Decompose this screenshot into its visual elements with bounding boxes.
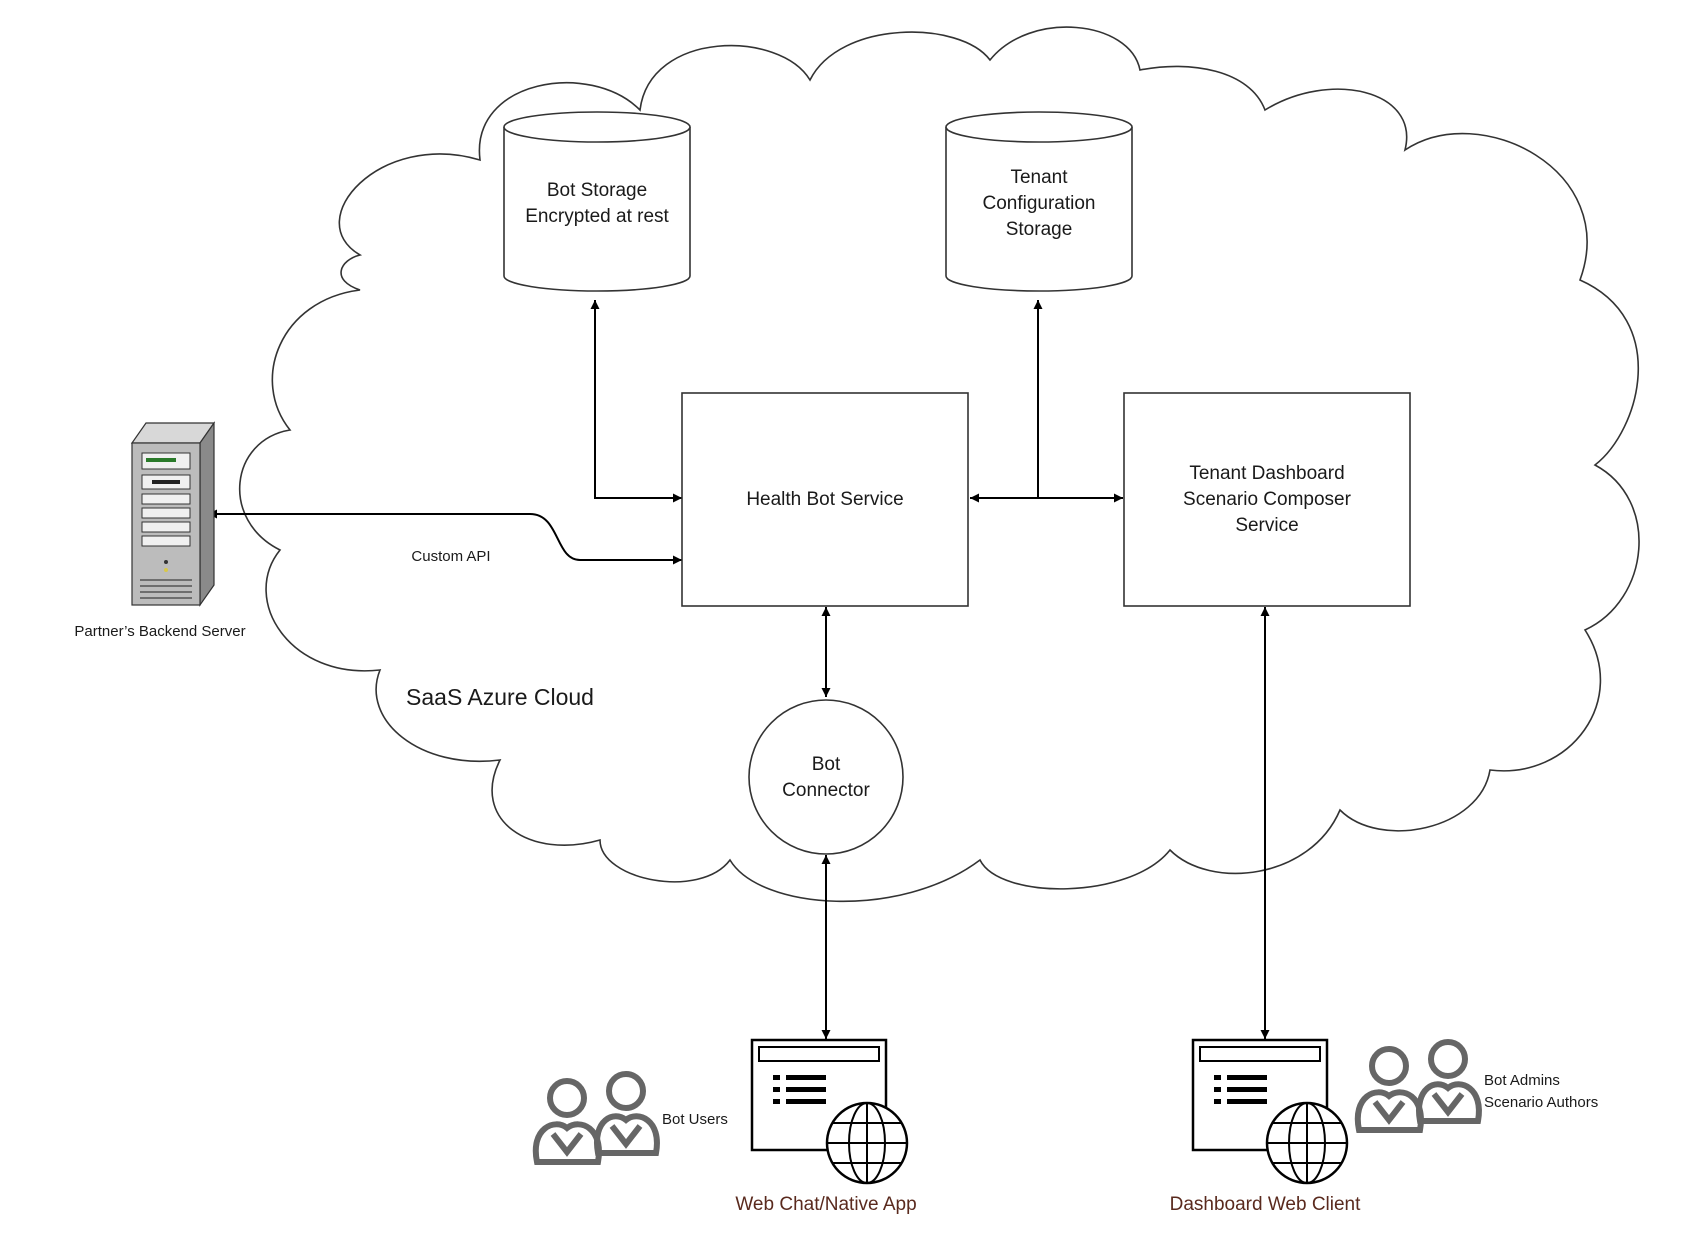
health-bot-service-label: Health Bot Service (746, 489, 903, 510)
tenant-dashboard-node: Tenant Dashboard Scenario Composer Servi… (1123, 392, 1411, 607)
bot-admins-actor: Bot Admins Scenario Authors (1354, 1039, 1598, 1133)
users-icon (532, 1071, 660, 1165)
tenant-dashboard-label-1: Tenant Dashboard (1189, 463, 1344, 484)
bot-users-label: Bot Users (662, 1111, 728, 1128)
health-bot-service-node: Health Bot Service (681, 392, 969, 607)
tenant-dashboard-label-2: Scenario Composer (1183, 489, 1352, 510)
tenant-dashboard-label-3: Service (1235, 515, 1298, 536)
globe-icon (1265, 1101, 1349, 1185)
partner-backend-server-node: Partner’s Backend Server (74, 421, 246, 640)
bot-admins-label-2: Scenario Authors (1484, 1094, 1598, 1111)
tenant-config-label-3: Storage (1006, 219, 1073, 240)
connectors: Custom API (208, 300, 1270, 1039)
web-chat-node: Web Chat/Native App (735, 1038, 917, 1215)
bot-users-actor: Bot Users (532, 1071, 728, 1165)
bot-storage-label-2: Encrypted at rest (525, 206, 669, 227)
tenant-config-label-2: Configuration (982, 193, 1095, 214)
tenant-config-storage-node: Tenant Configuration Storage (945, 111, 1133, 292)
bot-storage-label-1: Bot Storage (547, 180, 647, 201)
bot-admins-label-1: Bot Admins (1484, 1072, 1560, 1089)
partner-server-label: Partner’s Backend Server (74, 623, 245, 640)
edge-custom-api (208, 509, 682, 565)
globe-icon (825, 1101, 909, 1185)
web-chat-label: Web Chat/Native App (735, 1194, 916, 1215)
bot-connector-label-1: Bot (812, 754, 841, 775)
server-tower-icon (130, 421, 216, 607)
bot-connector-label-2: Connector (782, 780, 870, 801)
cloud-label: SaaS Azure Cloud (406, 684, 594, 710)
tenant-config-label-1: Tenant (1010, 167, 1068, 188)
edge-bot-storage-health-bot (590, 300, 682, 503)
dashboard-web-client-node: Dashboard Web Client (1170, 1038, 1362, 1215)
bot-connector-node: Bot Connector (748, 699, 904, 855)
bot-storage-node: Bot Storage Encrypted at rest (503, 111, 691, 292)
dashboard-client-label: Dashboard Web Client (1170, 1194, 1362, 1215)
custom-api-label: Custom API (411, 548, 490, 565)
users-icon (1354, 1039, 1482, 1133)
